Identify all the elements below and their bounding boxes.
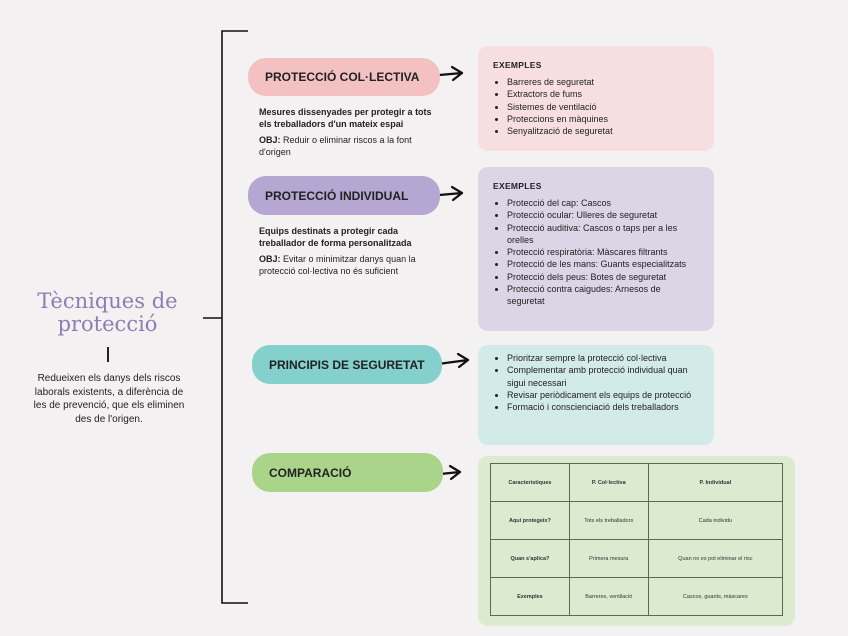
individual-examples-box: EXEMPLES Protecció del cap: Cascos Prote…: [478, 167, 714, 331]
list-item: Senyalització de seguretat: [507, 125, 698, 137]
list-item: Extractors de fums: [507, 88, 698, 100]
table-row: Aquí protegeix? Tots els treballadors Ca…: [490, 501, 784, 540]
list-item: Protecció auditiva: Cascos o taps per a …: [507, 222, 698, 247]
table-cell: Quan s'aplica?: [490, 539, 570, 578]
collective-label: PROTECCIÓ COL·LECTIVA: [265, 70, 420, 84]
individual-label: PROTECCIÓ INDIVIDUAL: [265, 188, 409, 203]
list-item: Protecció respiratòria: Màscares filtran…: [507, 246, 698, 258]
list-item: Complementar amb protecció individual qu…: [507, 364, 698, 389]
principles-label: PRINCIPIS DE SEGURETAT: [269, 357, 425, 372]
table-row: Característiques P. Col·lectiva P. Indiv…: [490, 463, 784, 502]
table-cell: Quan no es pot eliminar el risc: [647, 539, 784, 578]
list-item: Proteccions en màquines: [507, 113, 698, 125]
table-cell: Barreres, ventilació: [568, 577, 649, 616]
table-cell: Aquí protegeix?: [490, 501, 570, 540]
collective-examples-list: Barreres de seguretat Extractors de fums…: [493, 76, 698, 137]
table-header-cell: P. Individual: [647, 463, 784, 502]
list-item: Barreres de seguretat: [507, 76, 698, 88]
comparison-box: Característiques P. Col·lectiva P. Indiv…: [478, 456, 795, 626]
list-item: Revisar periòdicament els equips de prot…: [507, 389, 698, 401]
table-row: Quan s'aplica? Primera mesura Quan no es…: [490, 539, 784, 578]
table-row: Exemples Barreres, ventilació Cascos, gu…: [490, 577, 784, 616]
table-cell: Tots els treballadors: [568, 501, 649, 540]
individual-pill[interactable]: PROTECCIÓ INDIVIDUAL: [248, 176, 440, 215]
title-divider: [107, 347, 109, 362]
main-title: Tècniques de protecció: [37, 289, 178, 336]
comparison-pill[interactable]: COMPARACIÓ: [252, 453, 443, 492]
principles-pill[interactable]: PRINCIPIS DE SEGURETAT: [252, 345, 442, 384]
collective-examples-title: EXEMPLES: [493, 60, 542, 70]
comparison-table: Característiques P. Col·lectiva P. Indiv…: [490, 463, 784, 616]
main-description: Redueixen els danys dels riscos laborals…: [33, 373, 185, 425]
principles-box: Prioritzar sempre la protecció col·lecti…: [478, 345, 714, 445]
individual-obj-label: OBJ:: [259, 254, 281, 264]
list-item: Protecció ocular: Ulleres de seguretat: [507, 209, 698, 221]
list-item: Protecció del cap: Cascos: [507, 197, 698, 209]
table-cell: Primera mesura: [568, 539, 649, 578]
individual-examples-list: Protecció del cap: Cascos Protecció ocul…: [493, 197, 698, 308]
comparison-label: COMPARACIÓ: [269, 465, 352, 480]
table-header-cell: P. Col·lectiva: [568, 463, 649, 502]
list-item: Sistemes de ventilació: [507, 101, 698, 113]
list-item: Protecció de les mans: Guants especialit…: [507, 258, 698, 270]
table-cell: Exemples: [490, 577, 570, 616]
collective-examples-box: EXEMPLES Barreres de seguretat Extractor…: [478, 46, 714, 151]
individual-examples-title: EXEMPLES: [493, 181, 542, 191]
collective-pill[interactable]: PROTECCIÓ COL·LECTIVA: [248, 58, 440, 96]
table-header-cell: Característiques: [490, 463, 570, 502]
principles-list: Prioritzar sempre la protecció col·lecti…: [493, 352, 698, 413]
list-item: Protecció contra caigudes: Arnesos de se…: [507, 283, 698, 308]
list-item: Protecció dels peus: Botes de seguretat: [507, 271, 698, 283]
collective-obj-label: OBJ:: [259, 135, 281, 145]
list-item: Prioritzar sempre la protecció col·lecti…: [507, 352, 698, 364]
collective-desc-text: Mesures dissenyades per protegir a tots …: [259, 107, 432, 129]
individual-description: Equips destinats a protegir cada treball…: [259, 225, 434, 277]
collective-obj-text: Reduir o eliminar riscos a la font d'ori…: [259, 135, 412, 157]
collective-description: Mesures dissenyades per protegir a tots …: [259, 106, 444, 158]
table-cell: Cada individu: [647, 501, 784, 540]
table-cell: Cascos, guants, màscares: [647, 577, 784, 616]
individual-desc-text: Equips destinats a protegir cada treball…: [259, 226, 412, 248]
individual-obj-text: Evitar o minimitzar danys quan la protec…: [259, 254, 416, 276]
list-item: Formació i conscienciació dels treballad…: [507, 401, 698, 413]
